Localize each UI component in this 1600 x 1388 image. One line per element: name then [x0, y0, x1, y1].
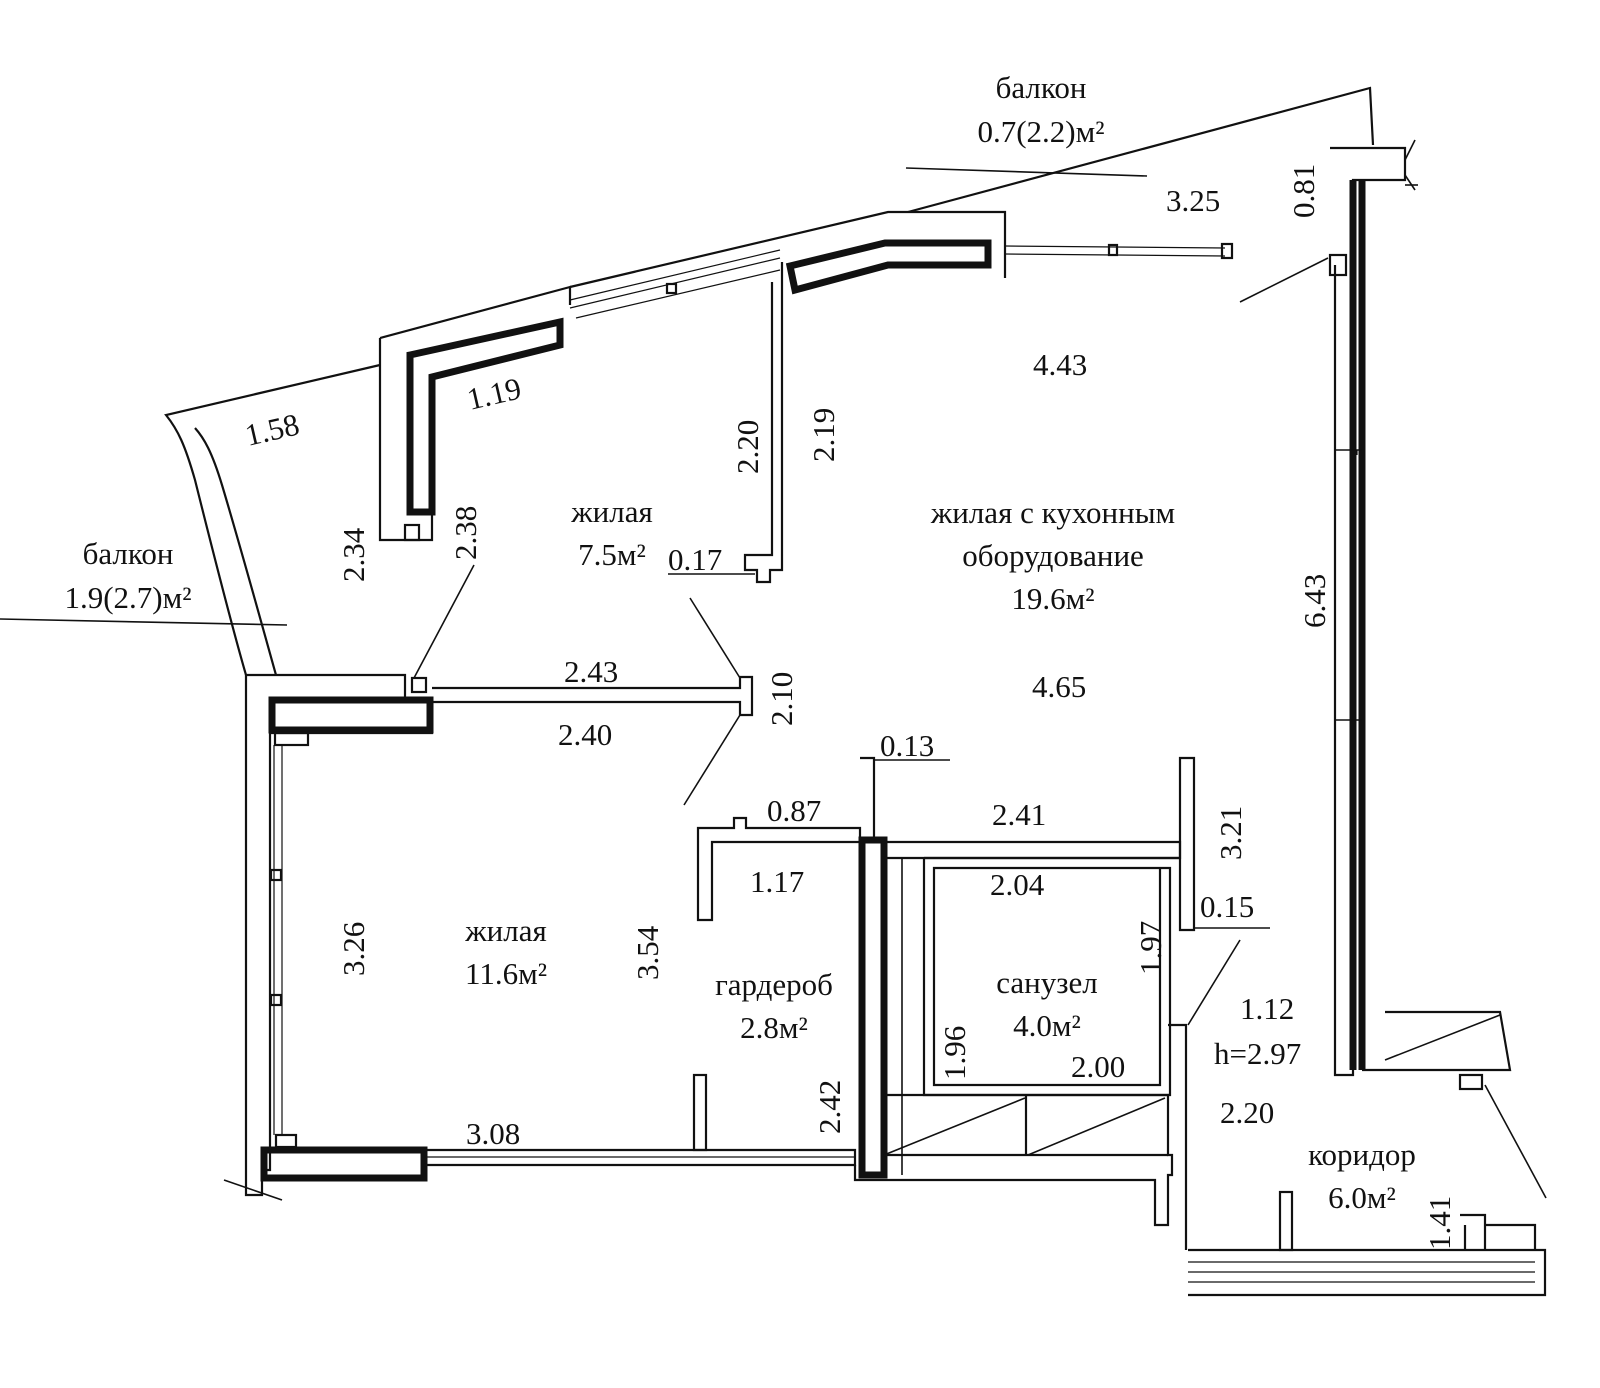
bathroom-area: 4.0м² — [1013, 1008, 1081, 1043]
dim-3-26: 3.26 — [336, 922, 371, 976]
dim-1-58: 1.58 — [242, 407, 303, 453]
dim-2-43: 2.43 — [564, 654, 618, 689]
wardrobe-area: 2.8м² — [740, 1010, 808, 1045]
living-kitchen-area: 19.6м² — [1011, 581, 1094, 616]
bathroom-name: санузел — [996, 965, 1097, 1000]
wardrobe-name: гардероб — [715, 967, 833, 1002]
dim-6-43: 6.43 — [1297, 574, 1332, 628]
dim-2-41: 2.41 — [992, 797, 1046, 832]
balcony-left-leader — [0, 618, 288, 626]
dim-4-65: 4.65 — [1032, 669, 1086, 704]
dim-2-40: 2.40 — [558, 717, 612, 752]
balcony-top-name: балкон — [996, 70, 1087, 105]
balcony-top-area: 0.7(2.2)м² — [977, 114, 1104, 149]
ceiling-height: h=2.97 — [1214, 1036, 1301, 1071]
dim-2-38: 2.38 — [448, 506, 483, 560]
balcony-left-outline — [164, 363, 381, 676]
corridor-area: 6.0м² — [1328, 1180, 1396, 1215]
dim-3-21: 3.21 — [1213, 806, 1248, 860]
living-kitchen-name: жилая с кухонным — [930, 495, 1175, 530]
dim-1-97: 1.97 — [1133, 921, 1168, 975]
dim-1-19: 1.19 — [464, 371, 525, 417]
dim-2-19: 2.19 — [806, 408, 841, 462]
interior-partitions — [410, 564, 1270, 1227]
dim-1-41: 1.41 — [1422, 1196, 1457, 1250]
dim-3-25: 3.25 — [1166, 183, 1220, 218]
dim-3-08: 3.08 — [466, 1116, 520, 1151]
dim-3-54: 3.54 — [630, 925, 665, 980]
dim-0-17: 0.17 — [668, 542, 722, 577]
balcony-left-name: балкон — [83, 536, 174, 571]
dim-4-43: 4.43 — [1033, 347, 1087, 382]
living-large-name: жилая — [464, 913, 547, 948]
dim-2-42: 2.42 — [812, 1080, 847, 1134]
dim-1-12: 1.12 — [1240, 991, 1294, 1026]
dim-0-15: 0.15 — [1200, 889, 1254, 924]
balcony-left-area: 1.9(2.7)м² — [64, 580, 191, 615]
living-kitchen-name2: оборудование — [962, 538, 1144, 573]
living-small-name: жилая — [570, 494, 653, 529]
living-large-walls — [223, 673, 857, 1201]
upper-exterior-wall — [378, 210, 1234, 584]
dim-2-00: 2.00 — [1071, 1049, 1125, 1084]
living-large-area: 11.6м² — [465, 956, 547, 991]
dim-2-20-bottom: 2.20 — [1220, 1095, 1274, 1130]
dim-0-13: 0.13 — [880, 728, 934, 763]
dim-0-87: 0.87 — [767, 793, 821, 828]
dim-1-17: 1.17 — [750, 864, 804, 899]
dim-2-04: 2.04 — [990, 867, 1045, 902]
living-small-area: 7.5м² — [578, 537, 646, 572]
dim-2-34: 2.34 — [336, 527, 371, 582]
balcony-top-outline — [905, 86, 1375, 214]
right-exterior-wall — [1239, 139, 1418, 1077]
corridor-walls — [1168, 1010, 1547, 1297]
dim-2-20-top: 2.20 — [730, 420, 765, 474]
dim-2-10: 2.10 — [764, 672, 799, 726]
dim-1-96: 1.96 — [937, 1026, 972, 1080]
corridor-name: коридор — [1308, 1137, 1416, 1172]
dim-0-81: 0.81 — [1286, 164, 1321, 218]
